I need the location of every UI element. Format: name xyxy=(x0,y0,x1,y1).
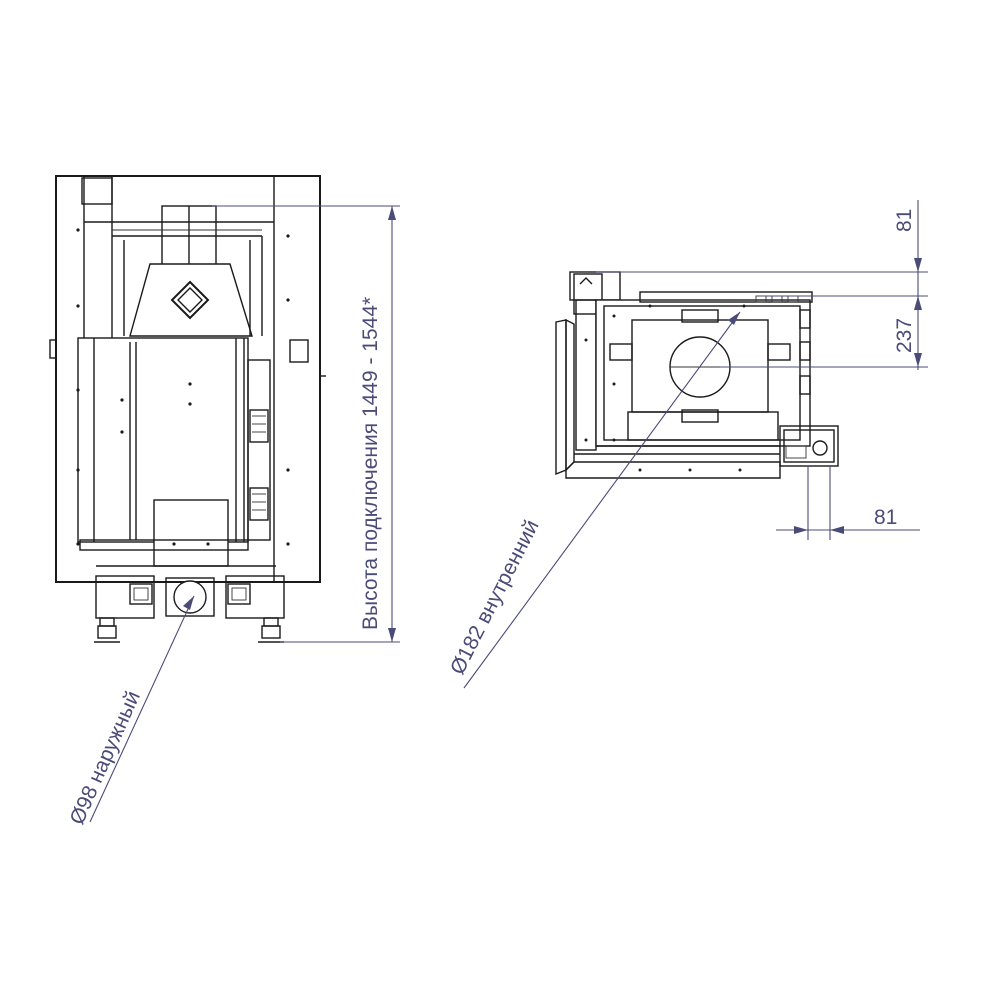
control-panel-square xyxy=(289,339,309,363)
inner-diameter-label: Ø182 внутренний xyxy=(446,516,544,678)
outer-pipe-circle xyxy=(173,580,207,614)
top-view xyxy=(555,271,839,479)
outer-diameter-label: Ø98 наружный xyxy=(66,688,145,828)
dim-237-label: 237 xyxy=(893,318,916,353)
front-height-dimension: Высота подключения 1449 - 1544* xyxy=(212,205,400,643)
outer-diameter-leader: Ø98 наружный xyxy=(66,595,195,828)
ash-box xyxy=(153,499,229,567)
hood xyxy=(129,263,253,337)
dim-right-81-label: 81 xyxy=(874,506,897,529)
diamond-logo-icon xyxy=(170,280,210,320)
front-view xyxy=(49,175,326,643)
height-dimension-label: Высота подключения 1449 - 1544* xyxy=(359,297,382,630)
dim-top-81-label: 81 xyxy=(893,209,916,232)
top-dimensions: 81 237 81 xyxy=(596,200,928,540)
